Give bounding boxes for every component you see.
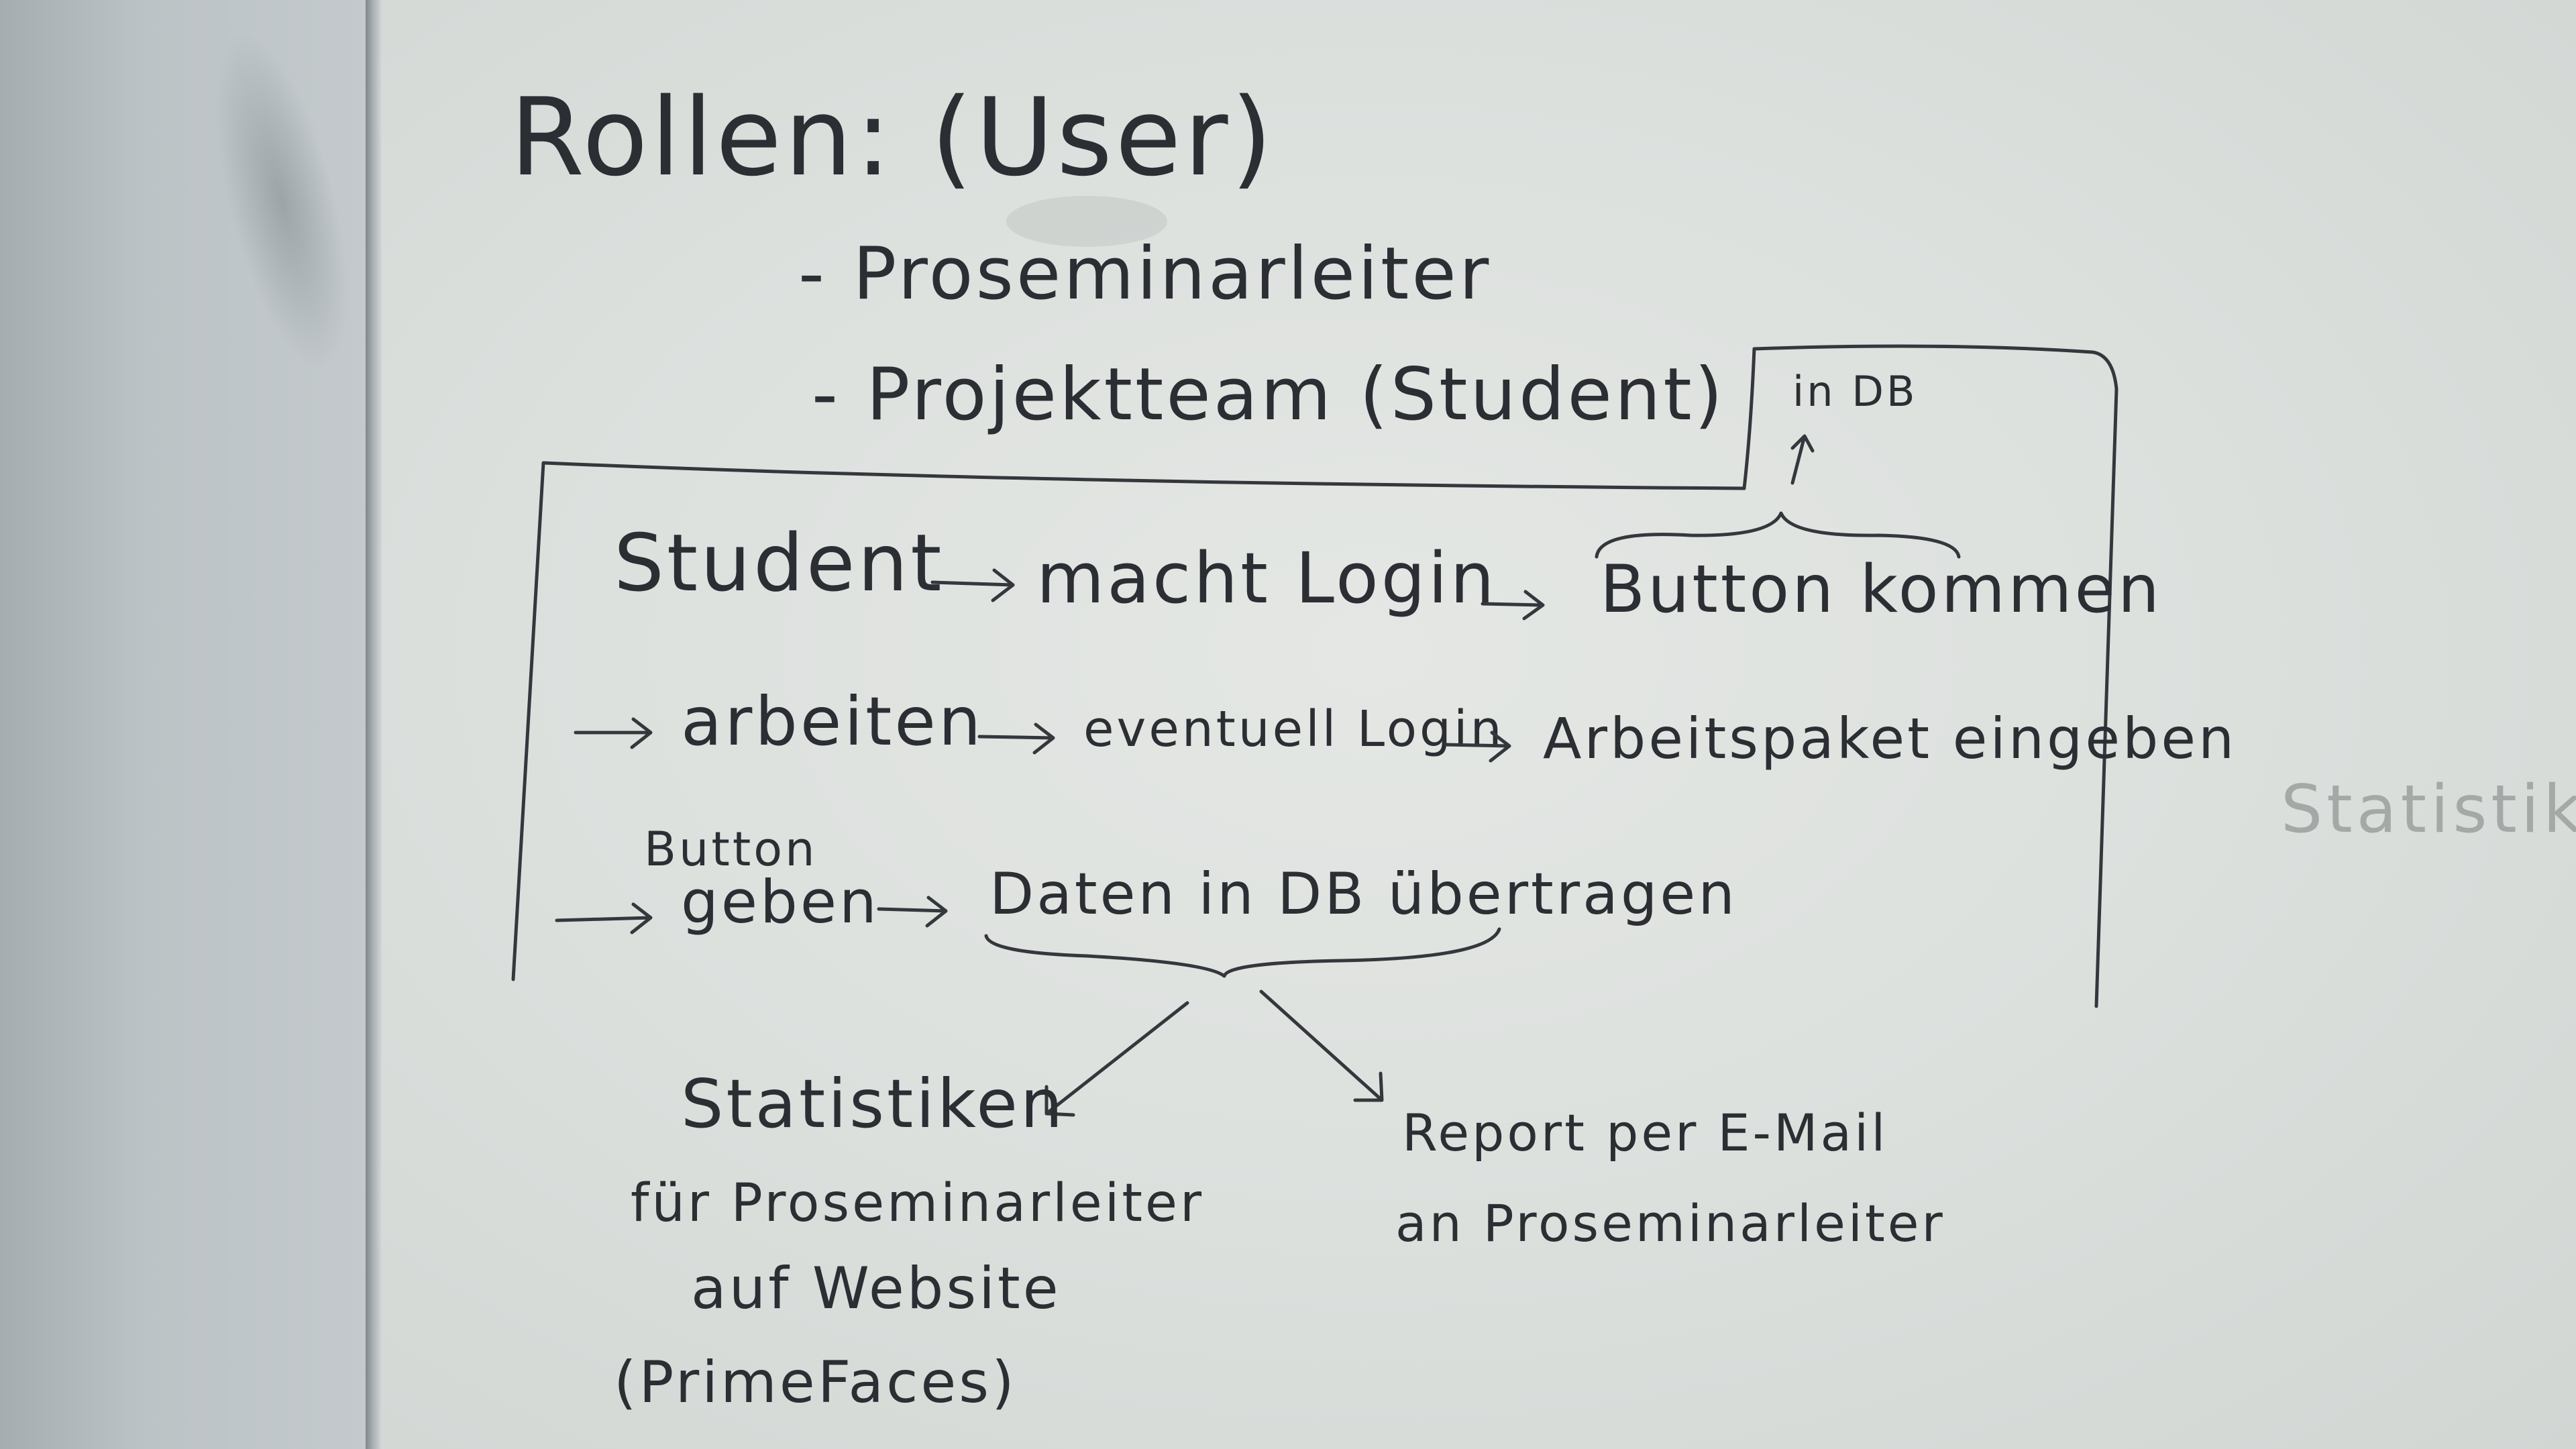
db-brace bbox=[1595, 511, 1961, 559]
role-projektteam: - Projektteam (Student) bbox=[812, 353, 1725, 437]
flow-line2-step1: eventuell Login bbox=[1083, 700, 1504, 758]
flow-box-outline bbox=[511, 344, 2118, 1008]
flow-line2-step2: Arbeitspaket eingeben bbox=[1543, 706, 2237, 771]
arrow-line2-c bbox=[1444, 731, 1511, 763]
output-left-line3: auf Website bbox=[691, 1255, 1061, 1322]
arrow-line3-b bbox=[877, 896, 948, 928]
output-right-line2: an Proseminarleiter bbox=[1395, 1193, 1945, 1253]
whiteboard-surface bbox=[382, 0, 2576, 1449]
output-left-line1: Statistiken bbox=[681, 1065, 1065, 1143]
db-arrow bbox=[1790, 434, 1815, 485]
flow-line3-step1: Daten in DB übertragen bbox=[989, 861, 1737, 928]
flow-line3-above: Button bbox=[644, 822, 817, 877]
flow-line1-start: Student bbox=[614, 517, 945, 609]
flow-line3-start: geben bbox=[681, 867, 879, 936]
flow-line1-step1: macht Login bbox=[1036, 537, 1497, 619]
db-note: in DB bbox=[1792, 367, 1918, 416]
whiteboard-frame-edge bbox=[366, 0, 382, 1449]
left-wall-panel bbox=[0, 0, 376, 1449]
output-left-line4: (PrimeFaces) bbox=[614, 1349, 1017, 1416]
side-statistics-label: Statistiken bbox=[2281, 771, 2576, 848]
arrow-line2-a bbox=[574, 717, 653, 749]
arrow-line2-b bbox=[977, 722, 1055, 755]
heading-text: Rollen: (User) bbox=[510, 74, 1275, 200]
arrow-line1-a bbox=[930, 568, 1015, 602]
output-left-line2: für Proseminarleiter bbox=[631, 1173, 1204, 1234]
arrow-line1-b bbox=[1481, 590, 1545, 621]
flow-line1-step2: Button kommen bbox=[1600, 551, 2162, 628]
flow-line2-start: arbeiten bbox=[681, 682, 983, 761]
data-brace bbox=[984, 927, 1501, 978]
smudge-mark bbox=[1006, 196, 1167, 247]
output-right-line1: Report per E-Mail bbox=[1402, 1103, 1888, 1163]
arrow-to-report bbox=[1259, 989, 1384, 1102]
role-proseminarleiter: - Proseminarleiter bbox=[798, 232, 1491, 316]
arrow-line3-a bbox=[555, 902, 653, 934]
arrow-to-statistics bbox=[1044, 1001, 1189, 1117]
